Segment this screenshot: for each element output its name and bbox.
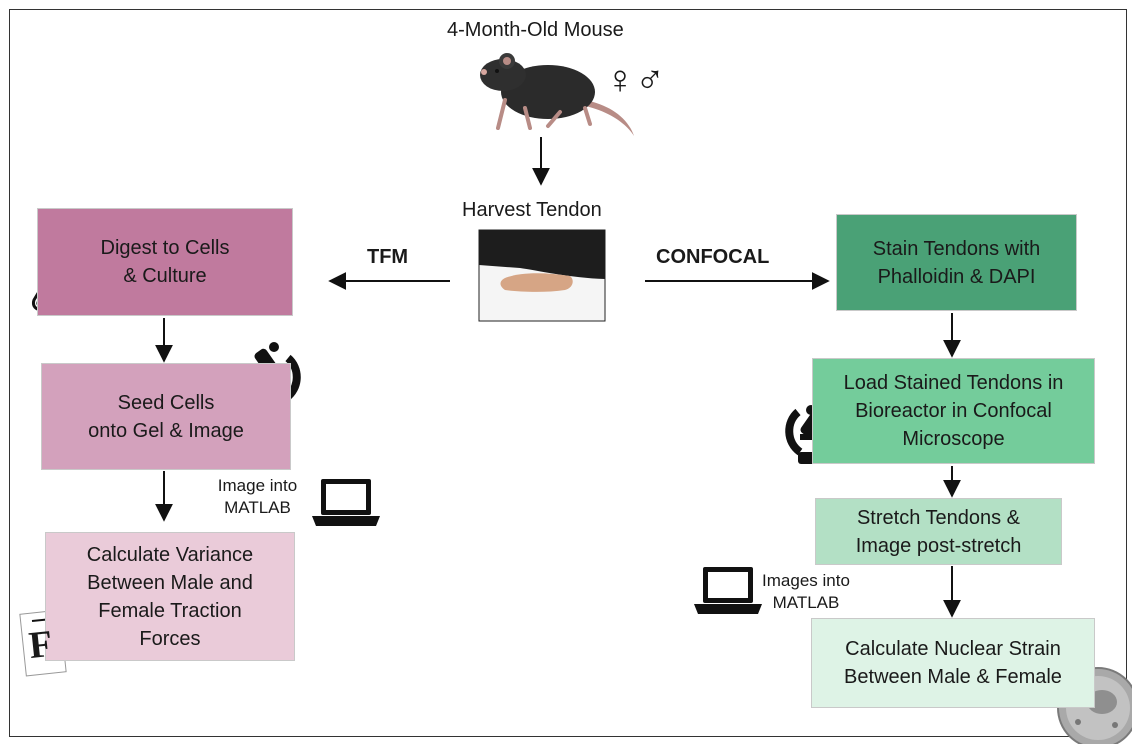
left-matlab-note: Image into MATLAB [217,476,298,517]
mouse-label: 4-Month-Old Mouse [447,19,624,41]
right-matlab-note: Images into MATLAB [762,571,850,612]
laptop-icon [312,479,380,526]
laptop-icon-right [694,567,762,614]
right-step-stain: Stain Tendons with Phalloidin & DAPI [836,214,1077,311]
sex-symbols: ♀♂ [605,58,665,102]
tfm-label: TFM [367,246,409,268]
left-step-seed: Seed Cells onto Gel & Image [41,363,291,470]
right-step-load: Load Stained Tendons in Bioreactor in Co… [812,358,1095,464]
mouse-icon [480,53,634,136]
tendon-photo [478,229,606,322]
right-step-nuclear: Calculate Nuclear Strain Between Male & … [811,618,1095,708]
right-step-stretch: Stretch Tendons & Image post-stretch [815,498,1062,565]
harvest-label: Harvest Tendon [462,199,602,221]
force-symbol: F [26,622,55,668]
left-step-digest: Digest to Cells & Culture [37,208,293,316]
confocal-label: CONFOCAL [656,246,770,268]
diagram-frame [9,9,1127,737]
left-step-calculate: Calculate Variance Between Male and Fema… [45,532,295,661]
